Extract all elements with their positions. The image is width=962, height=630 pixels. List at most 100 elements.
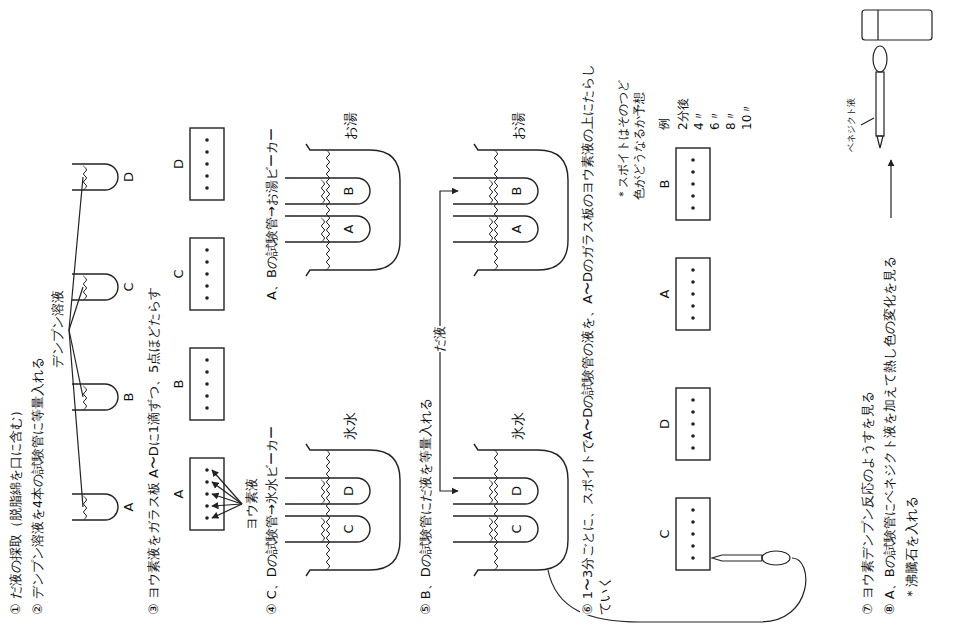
iodine-drop [691,398,695,402]
iodine-drop [205,296,209,300]
iodine-drop [205,272,209,276]
node-label: D [171,159,188,169]
plate-outline [190,458,224,530]
plate-outline [676,258,710,330]
tube-outline [285,478,370,504]
plate-outline [676,148,710,220]
plate-outline [676,498,710,570]
node-outline [190,458,224,530]
iodine-drop [691,446,695,450]
node-label: B [657,180,674,189]
node-label: C [121,282,138,291]
dropper [876,72,884,136]
beaker-outline [474,144,568,276]
plate-outline [190,238,224,310]
test-tube: B [453,178,538,204]
node-outline [190,128,224,200]
annotation-label: 8〃 [724,110,740,130]
test-tube: D [72,164,118,190]
tube-outline [453,178,538,204]
node-label: A [509,225,526,234]
liquid-surface [490,480,493,504]
node-outline [676,498,710,570]
iodine-drop [205,284,209,288]
annotation-label: 4〃 [692,110,708,130]
test-tube: C [72,274,118,300]
annotation-label: ⑧ A、Bの試験管にベネジクト液を加えて熱し色の変化を見る [882,256,899,615]
iodine-drop [691,508,695,512]
annotation-label: ① だ液の採取（脱脂綿を口に含む） [8,404,25,615]
node-outline [72,274,118,300]
iodine-drop [691,268,695,272]
saliva-arrow [440,338,458,491]
leader-line [861,118,874,125]
test-tube: A [453,216,538,242]
drop-arrow [212,504,242,518]
node-label: A [121,503,138,512]
iodine-drop [205,382,209,386]
beaker-outline [306,144,400,276]
annotation-label: A、Bの試験管→お湯ビーカー [264,128,281,300]
test-tube: C [453,516,538,542]
liquid-surface [322,518,325,542]
annotation-label: ⑤ B、Dの試験管にだ液を等量入れる [418,398,435,615]
beaker: 氷水CD [478,450,568,570]
test-tube: D [285,478,370,504]
iodine-drop [691,304,695,308]
iodine-drop [205,480,209,484]
iodine-drop [205,358,209,362]
node-label: B [341,187,358,196]
test-tube: D [453,478,538,504]
iodine-drop [691,280,695,284]
node-label: A [657,290,674,299]
glass-plate: D [190,128,224,200]
tube-outline [453,216,538,242]
iodine-drop [205,138,209,142]
tube-outline [72,274,118,300]
node-label: お湯 [341,112,359,140]
annotation-label: ヨウ素液 [244,478,261,530]
liquid-surface [490,180,493,204]
water-surface [495,150,498,270]
leader-line [69,330,83,507]
node-outline [72,494,118,520]
iodine-drop [205,406,209,410]
bottle-neck [877,10,878,40]
node-outline [453,216,538,242]
leader-line [69,330,83,397]
iodine-drop [205,394,209,398]
iodine-drop [691,206,695,210]
node-outline [285,216,370,242]
node-label: B [121,393,138,402]
node-outline [285,516,370,542]
tube-outline [285,178,370,204]
liquid-surface [84,386,87,410]
test-tube: B [285,178,370,204]
iodine-drop [691,316,695,320]
annotation-label: 10〃 [740,103,756,130]
iodine-drop [205,248,209,252]
annotation-label: だ液 [432,326,449,352]
test-tube: A [285,216,370,242]
node-outline [310,450,400,570]
iodine-drop [691,520,695,524]
plate-outline [676,388,710,460]
node-outline [72,164,118,190]
node-label: D [121,172,138,182]
node-outline [453,478,538,504]
iodine-drop [205,174,209,178]
liquid-surface [84,276,87,300]
pipette-bulb [762,551,790,565]
annotation-label: ③ ヨウ素液をガラス板 A〜Dに1滴ずつ、5点ほどたらす [146,287,163,615]
iodine-drop [205,186,209,190]
test-tube: A [72,494,118,520]
annotation-label: デンプン溶液 [50,290,67,368]
node-label: A [341,225,358,234]
tube-outline [72,384,118,410]
annotation-label: 6〃 [708,110,724,130]
beaker: 氷水CD [310,450,400,570]
iodine-drop [691,158,695,162]
iodine-drop [205,260,209,264]
water-surface [327,150,330,270]
